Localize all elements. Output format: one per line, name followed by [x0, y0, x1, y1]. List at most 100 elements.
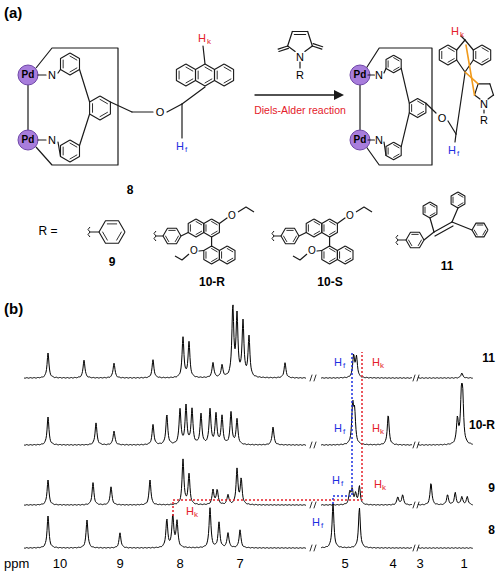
bond-line [490, 84, 494, 95]
atom-label: R [480, 115, 488, 126]
compound-number: 10-S [317, 276, 342, 288]
atom-label: N [48, 70, 56, 81]
bond-line [179, 71, 180, 79]
nmr-trace [418, 383, 473, 445]
spectrum-label: 8 [488, 524, 495, 536]
proton-label: f [343, 428, 345, 436]
bond-line [224, 67, 231, 71]
cage-frame [36, 48, 118, 165]
proton-label: k [380, 362, 384, 370]
atom-label: N [296, 52, 304, 63]
bond-line [103, 232, 108, 240]
attachment-mark [154, 231, 156, 241]
nmr-trace [321, 354, 412, 378]
bond-line [448, 48, 454, 52]
bond-line [196, 222, 202, 225]
bond-line [199, 250, 204, 252]
axis-tick-label: 5 [341, 557, 348, 570]
palladium-atom [18, 65, 38, 85]
atom-label: N [375, 135, 383, 146]
bond-line [448, 121, 456, 134]
atom-label: N [48, 135, 56, 146]
axis-tick-label: 7 [236, 557, 243, 570]
atom-label: R [296, 70, 304, 81]
bond-line [409, 240, 412, 246]
bond-line [175, 236, 178, 242]
bond-line [314, 222, 320, 225]
bond-line [458, 203, 463, 206]
bond-line [425, 207, 426, 213]
bond-line [330, 231, 336, 234]
bond-line [417, 442, 419, 448]
ring [322, 219, 338, 237]
bond-line [238, 207, 254, 212]
bond-line [388, 148, 389, 154]
ring [204, 219, 220, 237]
bond-line [279, 48, 289, 51]
bond-line [411, 105, 412, 112]
ring [163, 228, 181, 244]
bond-line [474, 230, 477, 235]
bond-line [219, 218, 227, 224]
bond-line [274, 235, 281, 236]
bond-line [38, 139, 46, 140]
bond-line [475, 51, 476, 58]
bond-line [483, 110, 484, 113]
bond-line [313, 44, 323, 47]
bond-line [221, 252, 222, 258]
ring [188, 219, 204, 237]
bond-line [132, 111, 153, 112]
compound-number: 9 [109, 256, 116, 268]
bond-line [466, 45, 474, 95]
bond-line [424, 232, 434, 240]
guide-line [333, 352, 352, 504]
proton-label: H [372, 357, 380, 368]
attachment-mark [396, 235, 398, 245]
proton-label: H [312, 517, 320, 528]
bond-line [212, 222, 218, 225]
bond-line [175, 254, 189, 260]
bond-line [345, 249, 351, 252]
proton-label: H [451, 26, 459, 37]
nmr-trace [418, 547, 473, 549]
bond-line [314, 502, 316, 508]
bond-line [430, 204, 435, 207]
bond-line [287, 230, 293, 231]
bond-line [401, 113, 409, 147]
bond-line [212, 249, 218, 252]
nmr-trace [321, 400, 412, 445]
bond-line [453, 197, 454, 203]
bond-line [288, 31, 293, 46]
bond-line [80, 114, 90, 146]
bond-line [345, 258, 351, 261]
bond-line [398, 239, 406, 240]
nmr-trace [24, 508, 306, 549]
bond-line [314, 375, 316, 381]
ring [386, 142, 401, 160]
ring [99, 221, 125, 244]
bond-line [27, 84, 28, 131]
proton-label: f [321, 522, 323, 530]
nmr-trace [24, 459, 306, 505]
bond-line [430, 218, 434, 232]
bond-line [368, 139, 374, 140]
bond-line [401, 68, 409, 103]
bond-line [310, 375, 312, 381]
bond-line [211, 237, 212, 246]
bond-line [435, 226, 453, 236]
proton-label: f [341, 480, 343, 488]
bond-line [227, 258, 233, 261]
ring [322, 246, 338, 264]
bond-line [205, 79, 212, 83]
bond-line [58, 142, 60, 157]
proton-label: H [448, 145, 456, 156]
bond-line [384, 68, 386, 73]
bond-line [330, 249, 336, 252]
bond-line [63, 60, 64, 68]
nmr-trace [418, 373, 473, 378]
proton-label: k [194, 511, 198, 519]
bond-line [107, 223, 116, 224]
bond-line [310, 442, 312, 448]
atom-label: N [375, 70, 383, 81]
bond-line [455, 134, 456, 142]
